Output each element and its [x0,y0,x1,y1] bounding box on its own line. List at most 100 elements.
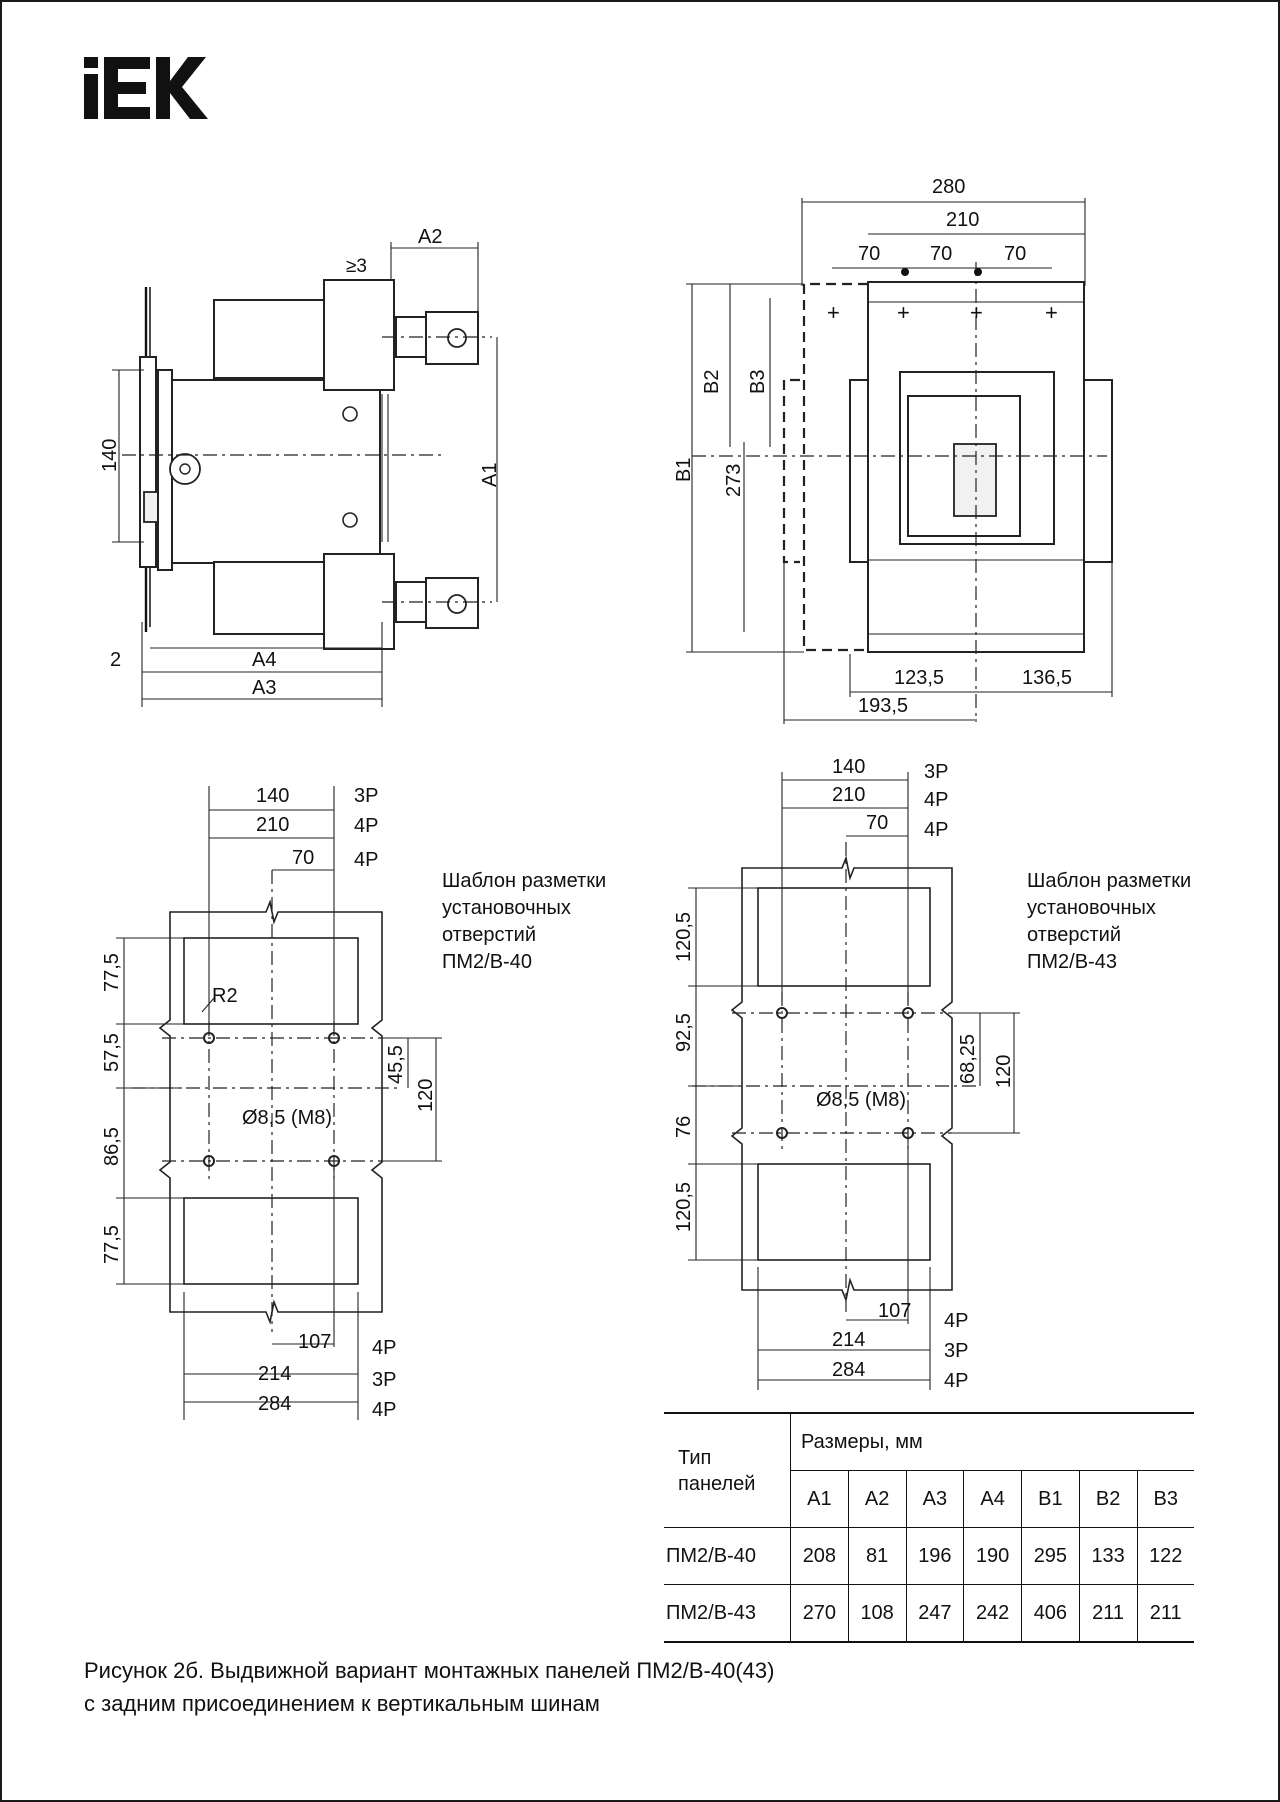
table-cell: 108 [847,1584,906,1643]
dim-136-5: 136,5 [1022,667,1072,689]
template-40-title-line: отверстий [442,924,536,946]
t40-hole-size: Ø8,5 (M8) [242,1107,332,1129]
dim-ge3: ≥3 [346,256,367,277]
table-cell: 247 [905,1584,964,1643]
table-cell: 211 [1078,1584,1137,1643]
t40-radius: R2 [212,985,238,1007]
template-40-title: Шаблон разметки установочных отверстий П… [442,868,606,976]
t40-dim-107: 107 [298,1331,331,1353]
dim-70-c: 70 [1004,243,1026,265]
figure-caption-line-2: с задним присоединением к вертикальным ш… [84,1691,600,1716]
t43-dim-284: 284 [832,1359,865,1381]
t43-dim-210: 210 [832,784,865,806]
template-40-title-line: установочных [442,897,571,919]
t40-tag-3p-top: 3P [354,785,378,807]
table-type-header: Тип панелей [664,1412,791,1528]
table-header-a2: A2 [847,1470,906,1528]
dim-a4: A4 [252,649,276,671]
pole-mark-3: + [970,300,983,325]
t43-dim-68-25: 68,25 [957,1034,979,1084]
table-row: ПМ2/В-40 208 81 196 190 295 133 122 [664,1527,1194,1585]
t43-dim-70: 70 [866,812,888,834]
dim-193-5: 193,5 [858,695,908,717]
table-cell: 122 [1136,1527,1194,1585]
t40-tag-4p-top-b: 4P [354,849,378,871]
table-type-header-line: Тип [678,1446,712,1469]
dim-280: 280 [932,176,965,198]
dim-a1: A1 [479,463,501,487]
table-cell: 81 [847,1527,906,1585]
table-row: ПМ2/В-43 270 108 247 242 406 211 211 [664,1584,1194,1643]
t43-tag-4p-bottom-b: 4P [944,1370,968,1392]
dim-a3: A3 [252,677,276,699]
t43-dim-140: 140 [832,756,865,778]
template-43-title-line: отверстий [1027,924,1121,946]
side-view [112,242,498,707]
t40-dim-210: 210 [256,814,289,836]
pole-mark-4: + [1045,300,1058,325]
t43-dim-214: 214 [832,1329,865,1351]
t43-tag-4p-top-a: 4P [924,789,948,811]
t43-tag-4p-bottom-a: 4P [944,1310,968,1332]
table-header-a1: A1 [790,1470,849,1528]
t40-dim-70: 70 [292,847,314,869]
table-cell: 133 [1078,1527,1137,1585]
t40-dim-77-5-b: 77,5 [101,1225,123,1264]
table-cell: 211 [1136,1584,1194,1643]
t40-tag-4p-bottom-b: 4P [372,1399,396,1421]
template-43-outline [688,772,1020,1390]
template-43-title-line: установочных [1027,897,1156,919]
t43-dim-76: 76 [673,1116,695,1138]
table-cell: 406 [1021,1584,1080,1643]
table-cell: 270 [790,1584,849,1643]
front-view: + + + + [686,198,1113,724]
table-header-b1: B1 [1021,1470,1080,1528]
t43-dim-107: 107 [878,1300,911,1322]
template-43-title-line: ПМ2/В-43 [1027,951,1117,973]
iek-logo-mark [84,57,208,119]
t40-dim-214: 214 [258,1363,291,1385]
template-40-title-line: Шаблон разметки [442,870,607,892]
dim-b3: B3 [747,370,769,394]
template-40-title-line: ПМ2/В-40 [442,951,532,973]
t43-hole-size: Ø8,5 (M8) [816,1089,906,1111]
dim-70-b: 70 [930,243,952,265]
t40-dim-77-5-a: 77,5 [101,953,123,992]
dim-140-side: 140 [99,439,121,472]
t43-dim-120: 120 [993,1055,1015,1088]
dim-210: 210 [946,209,979,231]
t40-dim-284: 284 [258,1393,291,1415]
t43-dim-120-5-b: 120,5 [673,1182,695,1232]
dim-123-5: 123,5 [894,667,944,689]
table-header-a3: A3 [905,1470,964,1528]
dim-70-a: 70 [858,243,880,265]
t43-dim-120-5-a: 120,5 [673,912,695,962]
t40-tag-4p-bottom-a: 4P [372,1337,396,1359]
t40-dim-86-5: 86,5 [101,1127,123,1166]
dim-b2: B2 [701,370,723,394]
table-cell: 295 [1021,1527,1080,1585]
t40-dim-57-5: 57,5 [101,1033,123,1072]
table-row-name: ПМ2/В-40 [664,1527,791,1585]
dim-273: 273 [723,464,745,497]
t43-tag-3p-bottom: 3P [944,1340,968,1362]
table-cell: 190 [963,1527,1022,1585]
table-header-a4: A4 [963,1470,1022,1528]
dimensions-table: Тип панелей Размеры, мм A1 A2 A3 A4 B1 B… [664,1412,1194,1643]
table-header-b3: B3 [1136,1470,1194,1528]
t43-tag-4p-top-b: 4P [924,819,948,841]
template-40-outline [116,786,442,1420]
t40-tag-4p-top-a: 4P [354,815,378,837]
t40-dim-140: 140 [256,785,289,807]
pole-mark-2: + [897,300,910,325]
dim-b1: B1 [673,458,695,482]
t43-dim-92-5: 92,5 [673,1013,695,1052]
t40-dim-120: 120 [415,1079,437,1112]
dim-2: 2 [110,649,121,671]
t40-tag-3p-bottom: 3P [372,1369,396,1391]
figure-caption-line-1: Рисунок 2б. Выдвижной вариант монтажных … [84,1658,775,1683]
table-cell: 208 [790,1527,849,1585]
iek-logo [84,57,212,130]
